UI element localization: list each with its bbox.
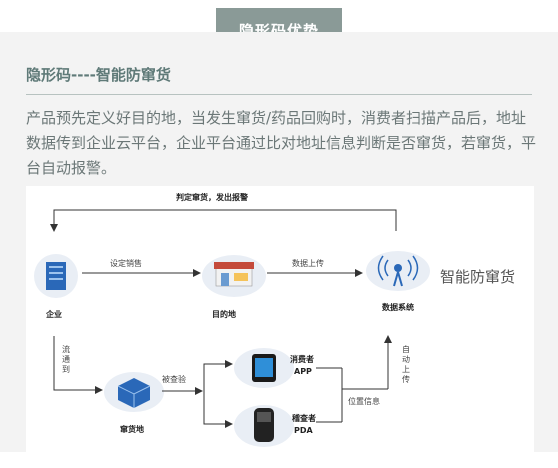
enterprise-node	[34, 254, 78, 298]
flow-diagram-svg: 判定窜货，发出报警 企业 设定销售 目的地 数据上传	[34, 192, 515, 447]
flow-diagram: 判定窜货，发出报警 企业 设定销售 目的地 数据上传	[26, 186, 534, 452]
flow-char-3: 到	[62, 365, 70, 374]
diversion-site-label: 窜货地	[120, 424, 144, 434]
set-sales-label: 设定销售	[110, 258, 142, 268]
auto-upload-char-1: 自	[402, 344, 410, 354]
auto-upload-char-2: 动	[402, 354, 410, 364]
flow-char-1: 流	[62, 344, 70, 354]
enterprise-label: 企业	[45, 309, 62, 319]
data-upload-label: 数据上传	[292, 258, 324, 268]
consumer-app-label: APP	[294, 367, 312, 376]
inspector-pda-node	[234, 405, 294, 447]
data-system-label: 数据系统	[382, 302, 414, 312]
inspected-label: 被查验	[162, 374, 186, 384]
divider	[26, 94, 532, 95]
inspector-label: 稽查者	[292, 413, 316, 423]
flow-char-2: 通	[62, 354, 70, 364]
description-paragraph: 产品预先定义好目的地，当发生窜货/药品回购时，消费者扫描产品后，地址数据传到企业…	[26, 109, 537, 177]
alert-label: 判定窜货，发出报警	[176, 192, 248, 202]
data-system-node	[366, 251, 430, 291]
auto-upload-char-4: 传	[402, 374, 410, 384]
location-info-label: 位置信息	[348, 396, 380, 406]
section-title: 隐形码----智能防窜货	[26, 66, 171, 84]
destination-label: 目的地	[212, 309, 236, 319]
smart-anti-diversion-label: 智能防窜货	[440, 268, 515, 286]
consumer-label: 消费者	[290, 354, 314, 364]
auto-upload-char-3: 上	[402, 365, 410, 374]
inspector-pda-label: PDA	[294, 426, 314, 435]
destination-node	[202, 255, 266, 297]
diversion-site-node	[104, 372, 164, 412]
alert-arrow	[50, 209, 397, 232]
consumer-app-node	[234, 348, 294, 388]
